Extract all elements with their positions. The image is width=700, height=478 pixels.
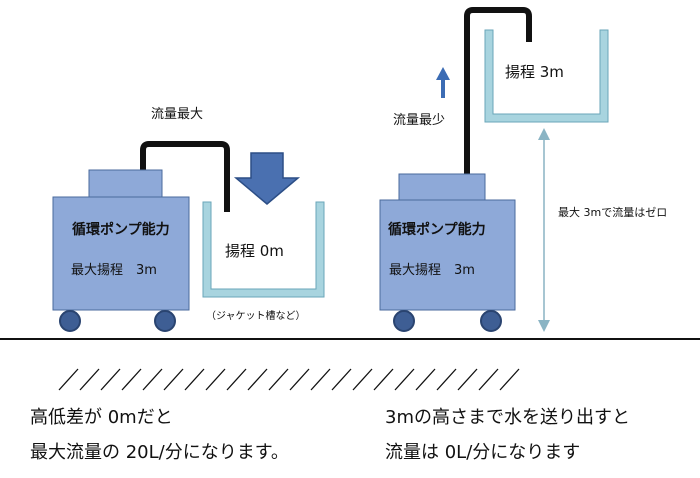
left-pump-title: 循環ポンプ能力 <box>72 221 170 238</box>
left-pipe <box>140 141 230 212</box>
left-wheel-back <box>154 310 176 332</box>
left-pump-spec: 最大揚程 3m <box>71 262 157 278</box>
right-pump-body <box>379 199 516 311</box>
right-note-line1: 3mの高さまで水を送り出すと <box>385 407 630 428</box>
left-pump-motor <box>88 169 163 199</box>
left-note-line1: 高低差が 0mだと <box>30 407 173 428</box>
right-note-line2: 流量は 0L/分になります <box>385 442 580 463</box>
right-tank-label: 揚程 3m <box>505 63 564 81</box>
left-tank <box>202 201 325 298</box>
left-pump-body <box>52 196 190 311</box>
right-tank <box>484 29 609 123</box>
right-wheel-front <box>393 310 415 332</box>
right-pump-motor <box>398 173 486 203</box>
small-up-arrow <box>436 67 450 98</box>
right-pump-title: 循環ポンプ能力 <box>388 221 486 238</box>
left-wheel-front <box>59 310 81 332</box>
big-down-arrow <box>233 152 301 205</box>
right-pump-spec: 最大揚程 3m <box>389 262 475 278</box>
height-note: 最大 3mで流量はゼロ <box>558 205 667 219</box>
right-wheel-back <box>480 310 502 332</box>
right-pipe <box>464 7 532 174</box>
right-flow-label: 流量最少 <box>393 113 445 128</box>
left-tank-caption: （ジャケット槽など） <box>206 309 306 322</box>
ground-hatching <box>58 368 520 391</box>
left-system: 循環ポンプ能力 最大揚程 3m 流量最大 揚程 0m （ジャケット槽など） <box>52 107 325 332</box>
right-system: 循環ポンプ能力 最大揚程 3m 流量最少 揚程 3m 最大 3mで流量はゼロ <box>379 7 667 332</box>
left-note-line2: 最大流量の 20L/分になります。 <box>30 442 289 463</box>
left-tank-label: 揚程 0m <box>225 242 284 260</box>
left-flow-label: 流量最大 <box>151 107 203 122</box>
